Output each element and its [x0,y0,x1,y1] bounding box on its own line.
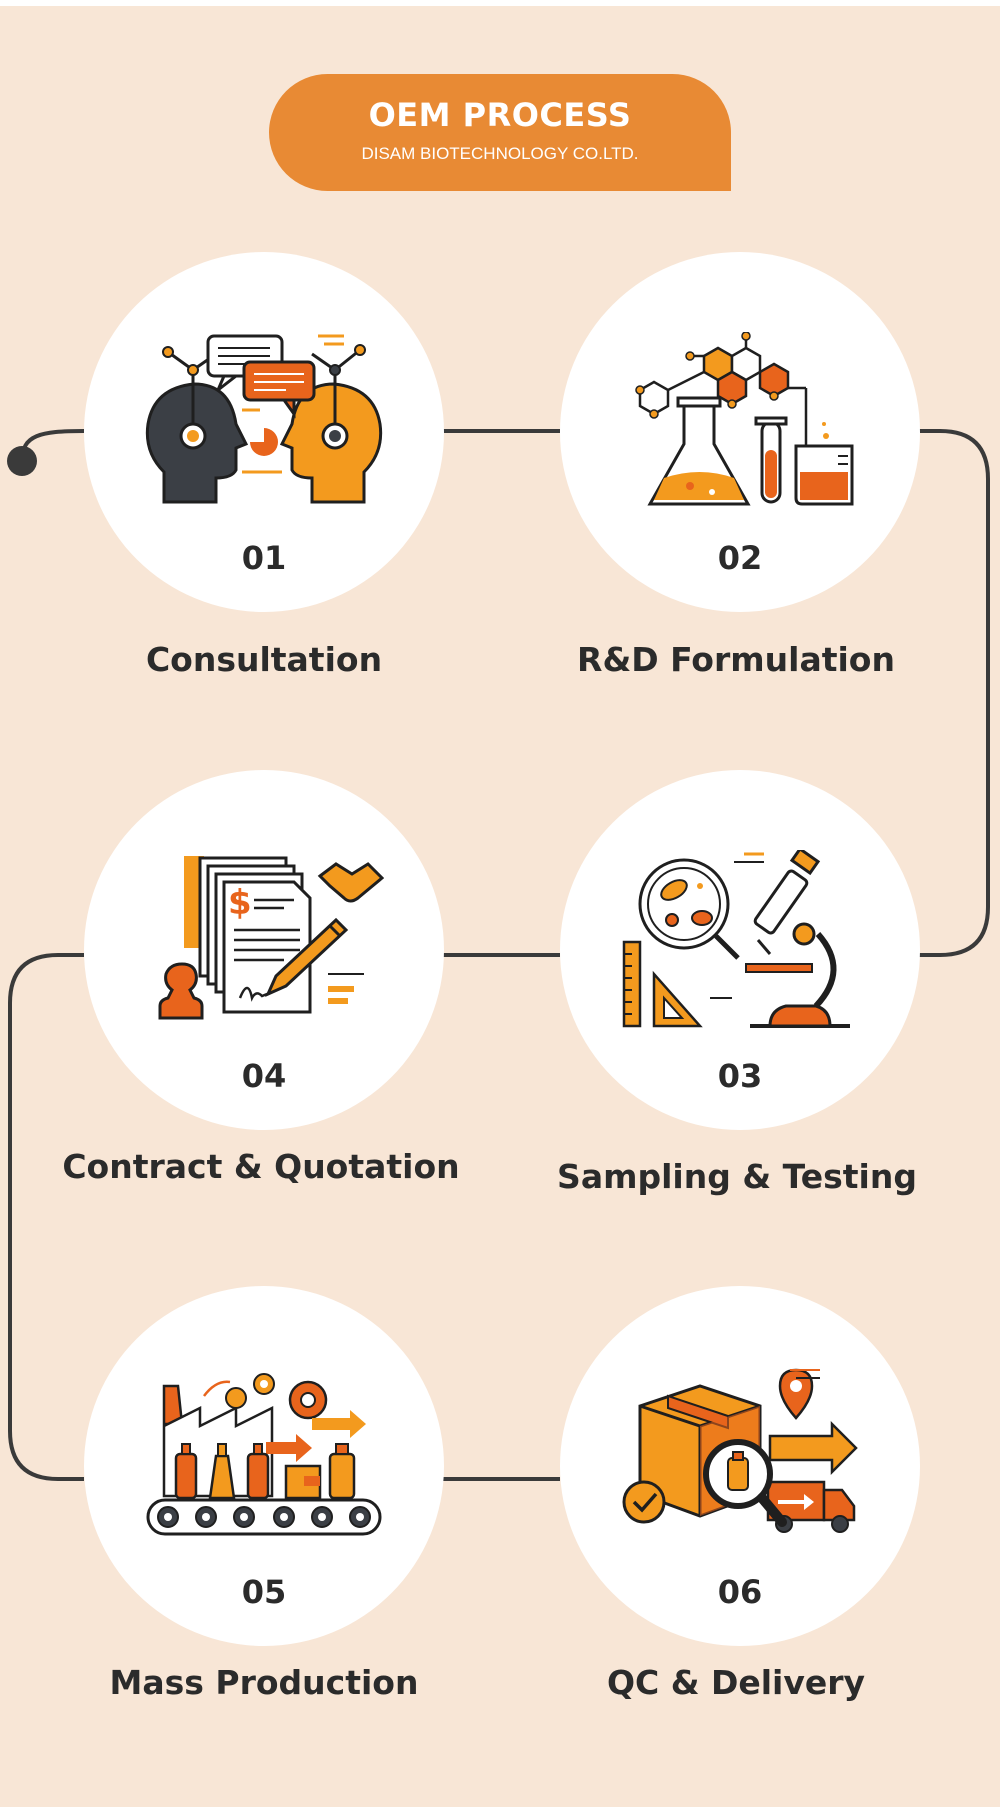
step-04-card: $ 04 [84,770,444,1130]
step-02-card: 02 [560,252,920,612]
connector-04-05 [8,953,84,1481]
step-label: Consultation [145,640,383,679]
microscope-icon [622,850,850,1028]
connector-start-dot [7,446,37,476]
step-number: 05 [241,1573,287,1611]
step-number: 06 [717,1573,763,1611]
step-number: 03 [717,1057,763,1095]
step-03-card: 03 [560,770,920,1130]
page-title: OEM PROCESS [368,96,632,134]
company-name: DISAM BIOTECHNOLOGY CO.LTD. [361,144,639,163]
step-label: QC & Delivery [606,1663,866,1702]
step-number: 02 [717,539,763,577]
header-banner: OEM PROCESS DISAM BIOTECHNOLOGY CO.LTD. [269,74,731,191]
svg-text:$: $ [228,883,252,923]
step-label: Contract & Quotation [62,1147,460,1186]
factory-conveyor-icon [146,1373,382,1536]
step-label: R&D Formulation [577,640,895,679]
delivery-box-icon [622,1368,858,1533]
lab-flask-icon [635,332,854,506]
step-05-card: 05 [84,1286,444,1646]
step-06-card: 06 [560,1286,920,1646]
step-number: 01 [241,539,287,577]
connector-02-03 [916,429,990,957]
step-label: Mass Production [109,1663,419,1702]
step-number: 04 [241,1057,287,1095]
consultation-icon [145,334,383,504]
step-label: Sampling & Testing [557,1157,917,1196]
contract-icon: $ [158,856,384,1020]
step-01-card: 01 [84,252,444,612]
